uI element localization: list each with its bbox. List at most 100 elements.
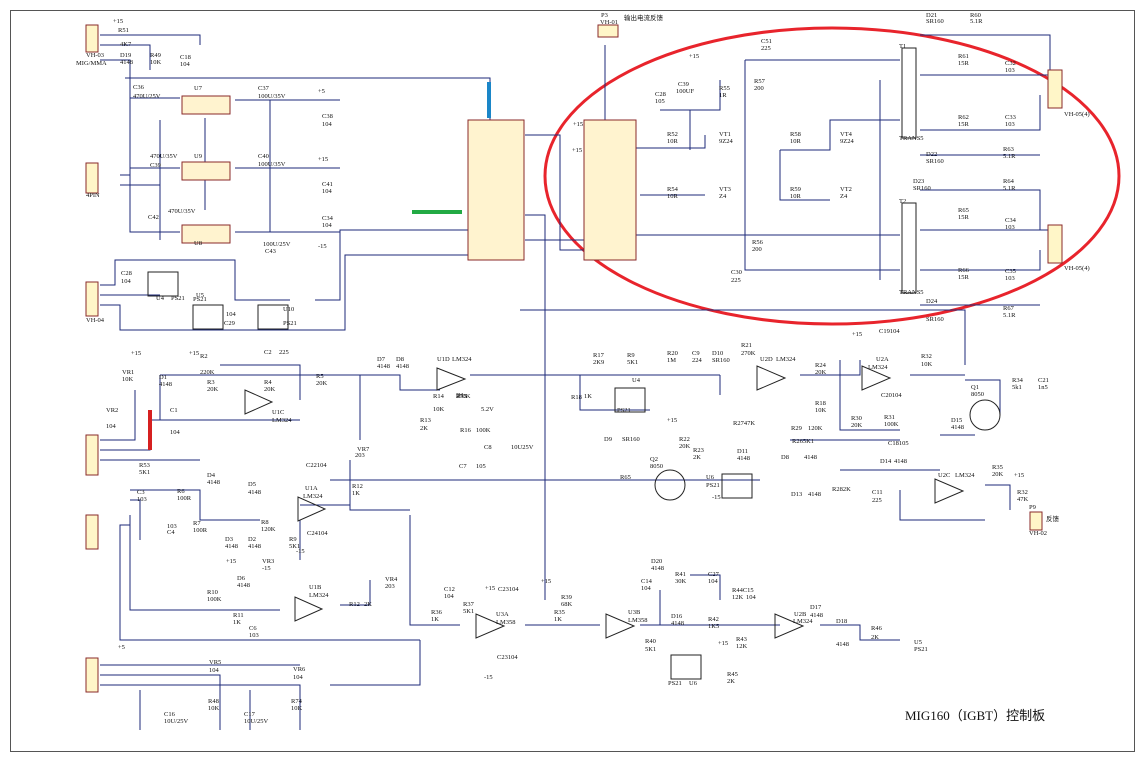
component-label: U9 [194,153,202,160]
component-label: 225 [872,497,882,504]
component-label: 104 [170,429,181,436]
component-label: R6 [177,488,185,495]
component-label: C3 [137,489,145,496]
component-label: R52 [667,131,678,138]
component-label: R58 [790,131,801,138]
component-label: C4 [167,529,175,536]
component-label: C21 [1038,377,1049,384]
transistor-q1 [969,399,1001,431]
component-label: 5k1 [1012,384,1022,391]
component-label: 9Z24 [840,138,854,145]
component-label: R55 [719,85,730,92]
highlight-ellipse [543,26,1121,326]
component-label: 20K [207,386,219,393]
component-label: VH-02 [1029,530,1047,537]
component-label: 103 [1005,275,1015,282]
component-label: 1n5 [1038,384,1048,391]
component-label: VT4 [840,131,853,138]
connector-p2-gate [1047,69,1063,109]
component-label: 2K [364,601,372,608]
component-label: 4148 [207,479,220,486]
component-label: SR160 [926,158,944,165]
component-label: R3 [207,379,215,386]
component-label: C27 [708,571,720,578]
component-label: VT1 [719,131,731,138]
component-label: -15 [484,674,493,681]
component-label: 220K [200,369,215,376]
component-label: U5 [914,639,922,646]
component-label: 2K [420,425,428,432]
component-label: U6 [689,680,698,687]
component-label: PS21 [668,680,682,687]
component-label: R74 [291,698,303,705]
component-label: D16 [671,613,683,620]
component-label: 100K [884,421,899,428]
component-label: 4148 [671,620,684,627]
component-label: 225 [279,349,289,356]
component-label: C51 [761,38,772,45]
component-label: 1K [554,616,562,623]
component-label: U1A [305,485,318,492]
component-label: PS21 [617,407,631,414]
component-label: C35 [1005,268,1016,275]
component-label: R13 [420,417,431,424]
component-label: VR2 [106,407,118,414]
component-label: 103 [1005,67,1015,74]
component-label: 9Z24 [719,138,733,145]
component-label: VH-01 [600,19,618,26]
component-label: R18 [571,394,582,401]
component-label: R17 [593,352,605,359]
component-label: LM324 [309,592,329,599]
component-label: R62 [958,114,969,121]
component-label: R57 [754,78,766,85]
component-label: 5K1 [645,646,656,653]
component-label: 68K [561,601,573,608]
component-label: 100U/35V [258,93,286,100]
component-label: R46 [871,625,883,632]
component-label: U4 [156,295,165,302]
component-label: P3 [601,12,608,19]
component-label: C40 [258,153,269,160]
regulator-u9 [181,161,231,181]
component-label: D3 [225,536,233,543]
component-label: R30 [851,415,862,422]
component-label: 1K [352,490,360,497]
component-label: 10R [667,193,679,200]
component-label: +15 [485,585,495,592]
component-label: LM324 [868,364,888,371]
component-label: D14 [880,458,892,465]
component-label: SR160 [926,18,944,25]
component-label: U2B [794,611,807,618]
component-label: +15 [1014,472,1024,479]
component-label: R11 [233,612,244,619]
component-label: C28 [655,91,666,98]
component-label: C33 [1005,114,1016,121]
component-label: VH-05(4) [1064,265,1090,272]
component-label: 470U/25V [133,93,161,100]
component-label: C30 [731,269,742,276]
component-label: 4148 [808,491,821,498]
wires [100,34,1051,730]
component-label: Q1 [971,384,979,391]
component-label: 10U/25V [164,718,189,725]
component-label: D1 [159,374,167,381]
component-label: 104 [708,578,719,585]
component-label: 20K [851,422,863,429]
component-label: R42 [708,616,719,623]
component-label: U2A [876,356,889,363]
component-label: R41 [675,571,686,578]
board-frame [10,10,1135,752]
component-label: 12K [732,594,744,601]
component-label: C43 [265,248,276,255]
component-label: 5.1R [1003,185,1016,192]
component-label: D24 [926,298,938,305]
component-labels: R514K7R4910KC18104D194148VH-03MIG/MMA+15… [76,12,1090,725]
component-label: C2 [264,349,272,356]
component-label: R14 [433,393,445,400]
component-label: 4148 [951,424,964,431]
component-label: 4148 [737,455,750,462]
component-label: 4148 [810,612,823,619]
component-label: 100K [476,427,491,434]
component-label: U1B [309,584,322,591]
